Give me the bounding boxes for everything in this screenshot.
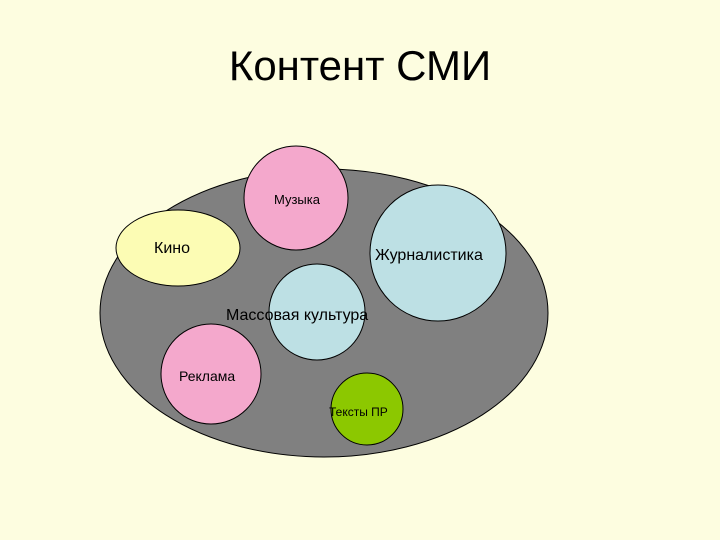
label-reklama: Реклама (179, 368, 235, 384)
label-teksty-pr: Тексты ПР (329, 405, 388, 419)
label-kino: Кино (154, 240, 190, 257)
node-massovaya-kultura (268, 263, 366, 361)
label-massovaya-kultura: Массовая культура (226, 307, 368, 324)
node-zhurnalistika (369, 184, 507, 322)
node-muzyka (243, 145, 349, 251)
slide-title: Контент СМИ (228, 42, 492, 89)
node-teksty-pr (330, 372, 404, 446)
label-zhurnalistika: Журналистика (375, 247, 483, 264)
node-kino (115, 209, 241, 287)
label-muzyka: Музыка (274, 192, 321, 207)
node-reklama (160, 323, 262, 425)
